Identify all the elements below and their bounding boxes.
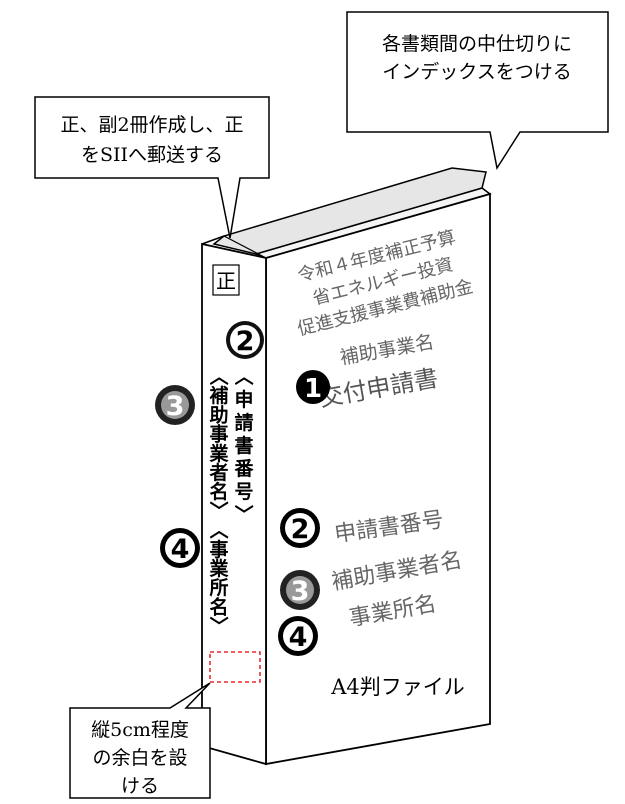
spine-label-box bbox=[212, 264, 240, 296]
svg-text:3: 3 bbox=[166, 391, 185, 422]
spine-left-char-2: 助 bbox=[209, 403, 228, 426]
spine-right-char-1: 申 bbox=[234, 388, 253, 411]
callout-margin-line-3: ける bbox=[121, 775, 159, 797]
callout-copies-line-1: 正、副2冊作成し、正 bbox=[60, 114, 243, 136]
spine-right-char-6: 〉 bbox=[232, 504, 255, 523]
spine-left-char-13: 〉 bbox=[207, 616, 230, 635]
marker-4-cover: 4 bbox=[278, 616, 318, 656]
callout-two-copies: 正、副2冊作成し、正 をSIIへ郵送する bbox=[34, 96, 270, 239]
marker-3-side: 3 bbox=[155, 385, 195, 425]
spine-left-char-8: 〈 bbox=[207, 520, 230, 539]
svg-text:4: 4 bbox=[171, 534, 190, 565]
spine-left-char-9: 事 bbox=[209, 538, 228, 561]
marker-3-cover: 3 bbox=[280, 570, 320, 610]
spine-right-char-0: 〈 bbox=[232, 366, 255, 385]
binder-spine bbox=[201, 242, 267, 766]
spine-right-char-2: 請 bbox=[234, 411, 253, 434]
marker-1: 1 bbox=[296, 370, 330, 404]
callout-copies-line-2: をSIIへ郵送する bbox=[81, 144, 223, 166]
svg-text:3: 3 bbox=[291, 576, 310, 607]
spine-right-char-5: 号 bbox=[234, 481, 253, 503]
spine-left-char-7: 〉 bbox=[207, 501, 230, 520]
spine-left-char-0: 〈 bbox=[207, 366, 230, 385]
svg-text:4: 4 bbox=[289, 622, 308, 653]
spine-company-site: 〈補助事業者名〉〈事業所名〉 bbox=[207, 366, 230, 635]
marker-4-side: 4 bbox=[160, 528, 200, 568]
callout-margin-line-1: 縦5cm程度 bbox=[91, 719, 189, 741]
spine-application-number: 〈申請書番号〉 bbox=[232, 366, 255, 523]
spine-left-char-4: 業 bbox=[208, 442, 229, 465]
svg-text:1: 1 bbox=[304, 374, 322, 404]
svg-text:2: 2 bbox=[291, 514, 310, 545]
marker-2-spine: 2 bbox=[226, 321, 264, 359]
binder-pages bbox=[212, 167, 492, 259]
spine-left-char-5: 者 bbox=[209, 462, 228, 484]
spine-right-char-3: 書 bbox=[234, 435, 253, 457]
spine-left-char-6: 名 bbox=[209, 480, 228, 503]
margin-area bbox=[209, 651, 261, 683]
spine-left-char-12: 名 bbox=[209, 595, 228, 618]
callout-margin-line-2: の余白を設 bbox=[92, 747, 187, 769]
spine-left-char-1: 補 bbox=[208, 384, 228, 407]
spine-right-char-4: 番 bbox=[233, 458, 254, 480]
callout-margin: 縦5cm程度 の余白を設 ける bbox=[69, 682, 211, 799]
spine-label: 正 bbox=[216, 269, 236, 293]
marker-2-cover: 2 bbox=[280, 508, 320, 548]
svg-text:2: 2 bbox=[236, 326, 255, 357]
spine-left-char-3: 事 bbox=[209, 423, 228, 446]
spine-left-char-11: 所 bbox=[209, 577, 228, 599]
callout-index-line-1: 各書類間の中仕切りに bbox=[382, 33, 572, 55]
binder-caption: A4判ファイル bbox=[330, 675, 465, 699]
callout-index-line-2: インデックスをつける bbox=[382, 61, 571, 83]
spine-left-char-10: 業 bbox=[208, 557, 229, 580]
callout-index-tabs: 各書類間の中仕切りに インデックスをつける bbox=[346, 11, 609, 170]
